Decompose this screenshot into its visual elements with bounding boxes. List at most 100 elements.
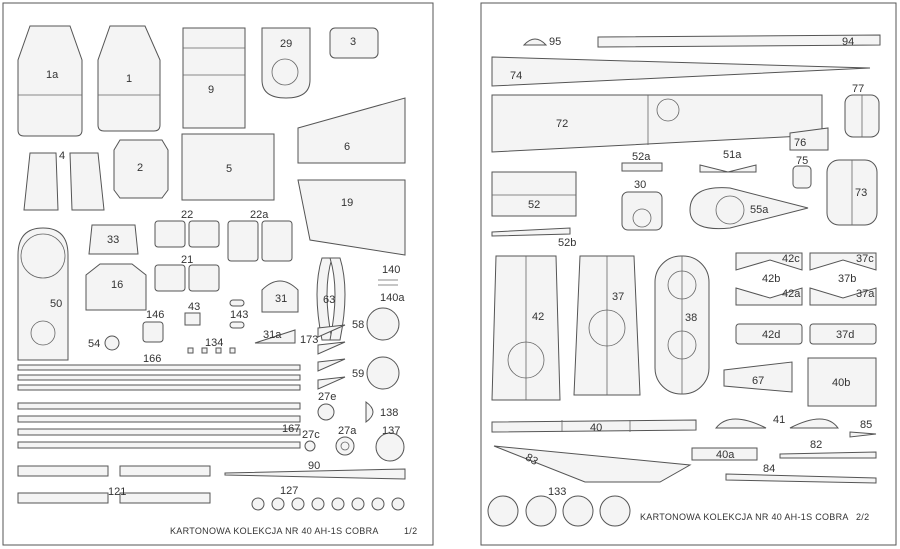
label-59: 59: [352, 368, 364, 380]
label-58: 58: [352, 319, 364, 331]
part-27c: [304, 440, 316, 452]
part-85: [849, 431, 877, 438]
label-40: 40: [590, 422, 602, 434]
label-140a: 140a: [380, 292, 405, 304]
label-76: 76: [794, 137, 806, 149]
sheet-2-parts: 95 94 74 72 77 76 52a 51a 75 73 52: [487, 34, 881, 527]
label-31a: 31a: [263, 329, 282, 341]
part-121: [17, 465, 211, 504]
sheet-1-parts: 1a 1 9 29 3 4 2 5 6 19 33: [17, 25, 417, 536]
sheet-1-page: 1/2: [404, 526, 417, 536]
part-138: [365, 401, 374, 423]
label-42c: 42c: [782, 253, 800, 265]
label-43: 43: [188, 301, 200, 313]
label-21: 21: [181, 254, 193, 266]
label-72: 72: [556, 118, 568, 130]
part-6: [297, 97, 406, 164]
label-85: 85: [860, 419, 872, 431]
part-52b: [491, 227, 571, 237]
part-33: [88, 224, 139, 255]
label-37: 37: [612, 291, 624, 303]
part-16: [85, 263, 147, 311]
part-9: [182, 27, 246, 129]
part-51a: [699, 164, 757, 173]
part-173: [317, 324, 346, 338]
label-166: 166: [143, 353, 161, 365]
part-76: [789, 127, 829, 151]
label-63: 63: [323, 294, 335, 306]
part-1: [97, 25, 161, 132]
part-22a-right: [188, 220, 220, 248]
part-40b: [807, 357, 877, 407]
part-21-right: [188, 264, 220, 292]
part-37c: [809, 252, 877, 271]
label-22a: 22a: [250, 209, 269, 221]
part-167: [17, 402, 301, 449]
label-16: 16: [111, 279, 123, 291]
part-55a: [689, 187, 809, 230]
part-90: [224, 468, 406, 480]
label-138: 138: [380, 407, 398, 419]
part-67: [723, 361, 793, 393]
part-127: [251, 497, 405, 511]
label-42: 42: [532, 311, 544, 323]
label-134: 134: [205, 337, 223, 349]
label-1: 1: [126, 73, 132, 85]
label-9: 9: [208, 84, 214, 96]
part-1a: [17, 25, 83, 137]
label-5: 5: [226, 163, 232, 175]
part-74: [491, 56, 871, 87]
part-43: [184, 312, 201, 326]
sheet-2-page: 2/2: [856, 512, 869, 522]
label-82: 82: [810, 439, 822, 451]
label-137: 137: [382, 425, 400, 437]
part-59: [366, 356, 400, 390]
label-3: 3: [350, 36, 356, 48]
part-72: [491, 94, 823, 153]
part-37d: [809, 323, 877, 345]
label-2: 2: [137, 162, 143, 174]
label-27e: 27e: [318, 391, 336, 403]
part-22a-1: [227, 220, 259, 262]
label-55a: 55a: [750, 204, 769, 216]
label-4: 4: [59, 150, 65, 162]
sheet-1-border: [2, 2, 434, 546]
part-21-left: [154, 264, 186, 292]
label-167: 167: [282, 423, 300, 435]
part-54: [104, 335, 120, 351]
part-95: [522, 38, 548, 46]
part-146: [142, 321, 164, 343]
label-31: 31: [275, 293, 287, 305]
part-58: [366, 307, 400, 341]
part-31a: [254, 329, 296, 344]
label-33: 33: [107, 234, 119, 246]
part-83: [493, 445, 692, 483]
part-37a: [809, 287, 877, 306]
label-52a: 52a: [632, 151, 651, 163]
part-19: [297, 179, 406, 256]
label-30: 30: [634, 179, 646, 191]
part-84: [725, 473, 877, 484]
label-173: 173: [300, 334, 318, 346]
part-143: [229, 299, 245, 307]
label-1a: 1a: [46, 69, 59, 81]
label-74: 74: [510, 70, 522, 82]
part-52: [491, 171, 577, 217]
label-51a: 51a: [723, 149, 742, 161]
part-40a: [691, 447, 758, 461]
part-22a-2: [261, 220, 293, 262]
part-30: [621, 191, 663, 231]
label-42d: 42d: [762, 329, 780, 341]
sheet-1-title: KARTONOWA KOLEKCJA NR 40 AH-1S COBRA: [170, 526, 379, 536]
label-37d: 37d: [836, 329, 854, 341]
label-67: 67: [752, 375, 764, 387]
label-52: 52: [528, 199, 540, 211]
label-127: 127: [280, 485, 298, 497]
part-134: [187, 347, 236, 354]
label-146: 146: [146, 309, 164, 321]
label-42b: 42b: [762, 273, 780, 285]
label-143: 143: [230, 309, 248, 321]
label-29: 29: [280, 38, 292, 50]
label-19: 19: [341, 197, 353, 209]
